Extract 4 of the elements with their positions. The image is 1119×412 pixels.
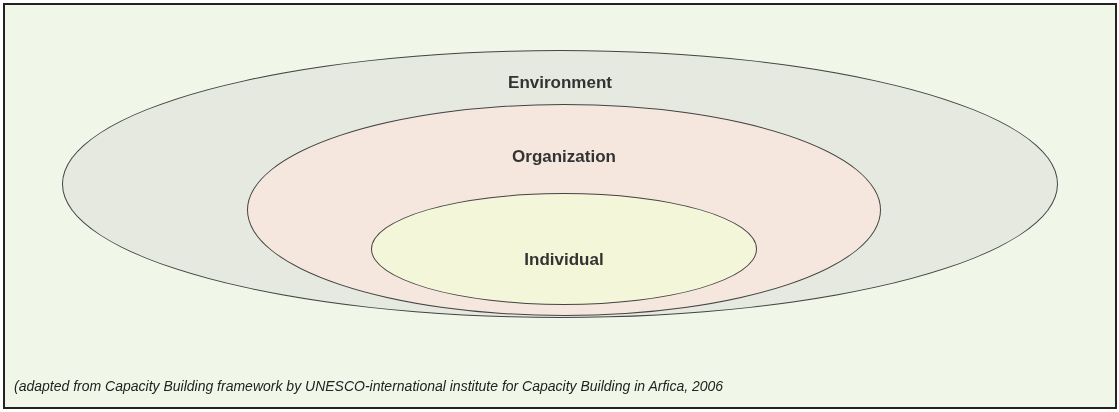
layer-label: Organization [512,147,616,167]
layer-label: Environment [508,73,612,93]
layer-label: Individual [524,250,604,270]
caption: (adapted from Capacity Building framework by UNESCO-international institute for Capacity Building in Arfica, 2006 [14,378,724,394]
